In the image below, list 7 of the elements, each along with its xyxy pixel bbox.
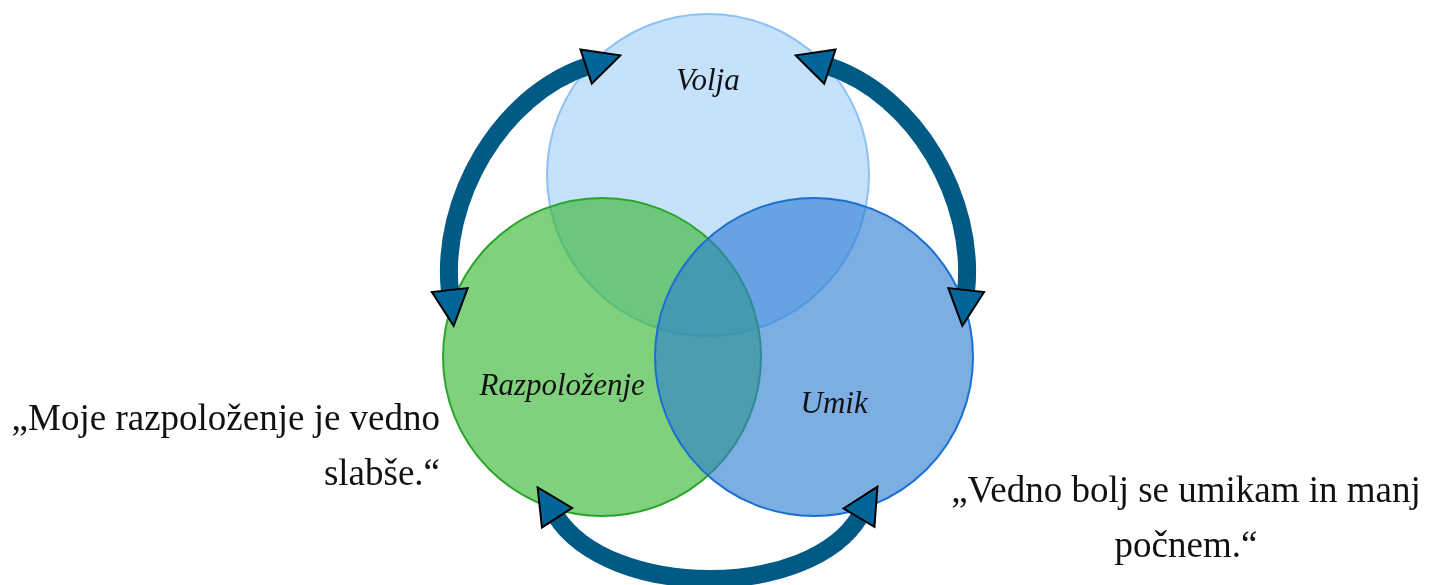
curved-arrow <box>430 49 621 327</box>
quote-text: „Moje razpoloženje je vedno slabše.“ <box>10 396 440 495</box>
circle-label: Razpoloženje <box>479 367 645 403</box>
circle-label: Umik <box>800 385 868 421</box>
quote-text: „Vedno bolj se umikam in manj počnem.“ <box>950 468 1422 567</box>
circle-label: Volja <box>676 62 740 98</box>
curved-arrow <box>795 49 986 327</box>
